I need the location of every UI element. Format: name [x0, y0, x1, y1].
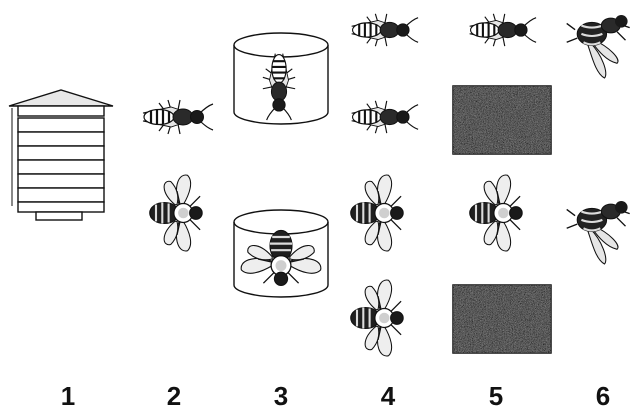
- column-label-6: 6: [596, 381, 610, 411]
- bee-wings-closed-icon: [261, 52, 297, 122]
- bee-wings-spread-icon: [468, 173, 524, 253]
- noise-patch: [452, 85, 552, 155]
- column-label-1: 1: [61, 381, 75, 411]
- bee-wings-spread-icon: [240, 229, 322, 287]
- bee-wings-closed-icon: [468, 12, 538, 48]
- column-label-3: 3: [274, 381, 288, 411]
- beehive-icon: [8, 89, 114, 221]
- bee-wings-spread-icon: [148, 173, 204, 253]
- bee-wings-closed-icon: [350, 99, 420, 135]
- column-label-2: 2: [167, 381, 181, 411]
- cage-icon: [233, 32, 329, 125]
- bee-wings-spread-icon: [349, 173, 405, 253]
- column-label-4: 4: [381, 381, 396, 411]
- bee-wings-closed-icon: [141, 98, 215, 136]
- noise-patch: [452, 284, 552, 354]
- hornet-icon: [565, 199, 631, 266]
- column-label-5: 5: [489, 381, 503, 411]
- hornet-icon: [565, 13, 631, 80]
- bee-wings-spread-icon: [349, 278, 405, 358]
- bee-wings-closed-icon: [350, 12, 420, 48]
